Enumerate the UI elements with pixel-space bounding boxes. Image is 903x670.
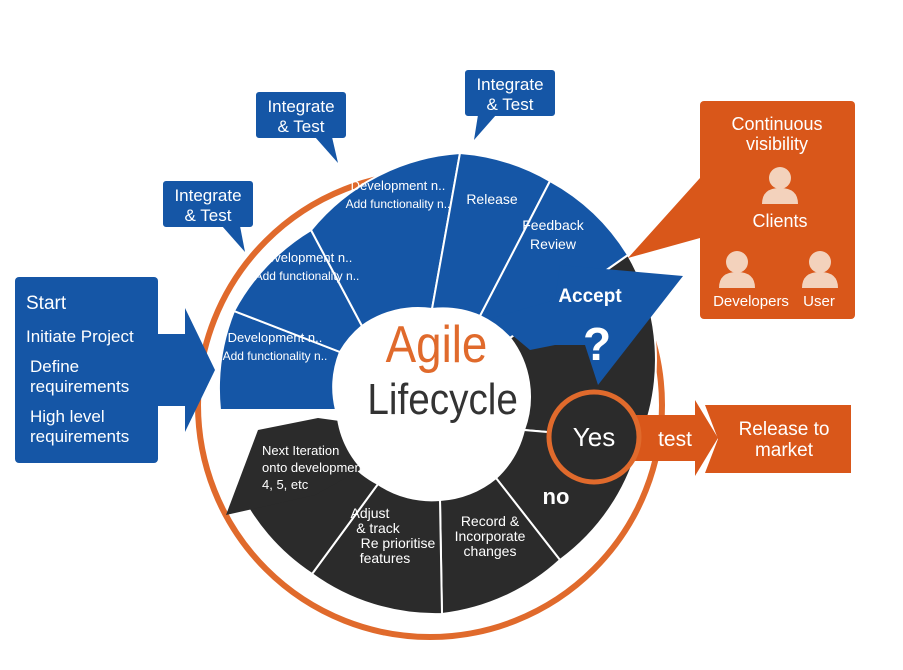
record-line3: changes — [464, 543, 517, 559]
dev-1-line1: Development n.. — [228, 330, 323, 345]
dev-2-line1: Development n.. — [258, 250, 353, 265]
svg-text:Integrate: Integrate — [267, 97, 334, 116]
feedback-line1: Feedback — [522, 217, 584, 233]
release-label: Release — [466, 191, 518, 207]
user-label: User — [803, 293, 835, 310]
accept-label: Accept — [558, 286, 622, 307]
yes-circle — [546, 389, 642, 485]
adjust-line4: features — [360, 550, 411, 566]
dev-3-line1: Development n.. — [351, 178, 446, 193]
release-market-box — [705, 405, 851, 473]
question-mark: ? — [583, 318, 611, 370]
dev-2-line2: Add functionality n.. — [255, 269, 360, 283]
test-label: test — [658, 428, 692, 451]
clients-person-icon — [762, 167, 798, 204]
initiate-label: Initiate Project — [26, 327, 134, 346]
feedback-line2: Review — [530, 236, 577, 252]
developers-label: Developers — [713, 293, 789, 310]
integrate-callout-1: Integrate & Test — [161, 179, 255, 252]
visibility-pointer — [628, 178, 700, 258]
record-line2: Incorporate — [455, 528, 526, 544]
integrate-callout-2: Integrate & Test — [254, 90, 348, 163]
accept-arrow — [492, 265, 683, 385]
define-label-1: Define — [30, 357, 79, 376]
start-box: Start Initiate Project Define requiremen… — [15, 277, 215, 463]
yes-label: Yes — [573, 422, 615, 452]
svg-text:Integrate: Integrate — [174, 186, 241, 205]
user-person-icon — [802, 251, 838, 288]
dev-1-line2: Add functionality n.. — [223, 349, 328, 363]
clients-label: Clients — [752, 211, 807, 231]
center-agile: Agile — [386, 316, 488, 373]
segment-feedback — [478, 179, 630, 340]
no-label: no — [543, 484, 570, 509]
visibility-title-2: visibility — [746, 134, 808, 154]
dev-3-line2: Add functionality n.. — [346, 197, 451, 211]
release-market-line1: Release to — [739, 419, 830, 440]
segment-dev-2 — [232, 228, 364, 354]
next-iteration-line2: onto development — [262, 460, 366, 475]
center-hub — [336, 311, 524, 499]
blue-segments — [217, 151, 630, 411]
adjust-line1: Adjust — [351, 505, 390, 521]
visibility-box: Continuous visibility Clients Developers… — [628, 101, 855, 319]
high-label-2: requirements — [30, 427, 129, 446]
high-label-1: High level — [30, 407, 105, 426]
segment-dev-3 — [309, 151, 462, 328]
record-line1: Record & — [461, 513, 520, 529]
start-panel — [15, 277, 158, 463]
adjust-line2: & track — [356, 520, 401, 536]
center-lifecycle: Lifecycle — [367, 374, 518, 424]
next-iteration-line1: Next Iteration — [262, 443, 339, 458]
visibility-title-1: Continuous — [731, 114, 822, 134]
test-arrow — [620, 400, 718, 476]
adjust-line3: Re prioritise — [361, 535, 436, 551]
release-market-line2: market — [755, 440, 814, 461]
integrate-callout-3: Integrate & Test — [463, 68, 557, 140]
start-label: Start — [26, 293, 67, 314]
svg-text:Integrate: Integrate — [476, 75, 543, 94]
next-iteration-line3: 4, 5, etc — [262, 477, 309, 492]
svg-text:& Test: & Test — [278, 117, 325, 136]
start-arrow — [158, 308, 215, 432]
svg-text:& Test: & Test — [487, 95, 534, 114]
yes-group: test Yes Release to market — [546, 389, 851, 485]
developers-person-icon — [719, 251, 755, 288]
segment-labels: Development n.. Add functionality n.. De… — [223, 178, 623, 566]
svg-text:& Test: & Test — [185, 206, 232, 225]
define-label-2: requirements — [30, 377, 129, 396]
